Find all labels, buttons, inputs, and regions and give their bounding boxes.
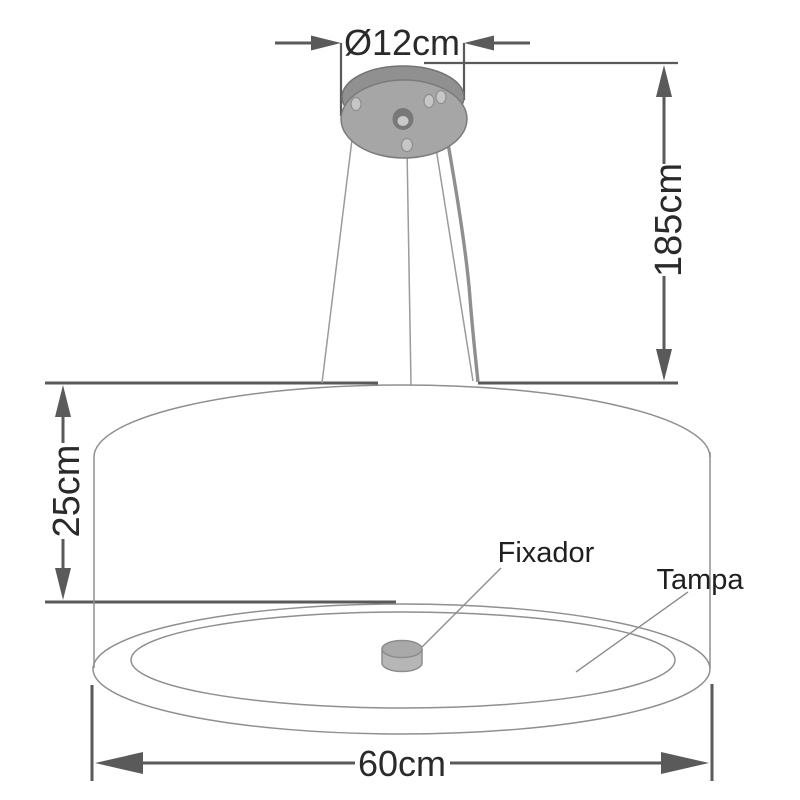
canopy-center-hole-highlight [397, 116, 409, 126]
dimension-canopy-diameter: Ø12cm [275, 22, 530, 116]
part-labels: Fixador Tampa [421, 537, 744, 673]
drop-height-label: 185cm [648, 163, 690, 277]
drum-shade [92, 384, 711, 735]
arrowhead-right-icon [311, 35, 341, 51]
wire-mount-right-inner [423, 93, 435, 109]
wire-mount-front [400, 137, 414, 153]
power-cable [439, 103, 480, 383]
fixador-knob [381, 639, 423, 673]
wire-center [406, 147, 412, 386]
wire-mount-right-outer [435, 89, 447, 105]
fixador-leader-line [421, 567, 502, 648]
dimension-shade-diameter: 60cm [90, 684, 714, 784]
knob-top [381, 639, 423, 659]
dimension-shade-height: 25cm [45, 381, 396, 604]
ceiling-canopy [340, 65, 468, 159]
canopy-diameter-label: Ø12cm [344, 22, 460, 63]
shade-diameter-label: 60cm [358, 743, 446, 784]
arrowhead-right-icon [661, 752, 709, 774]
arrowhead-down-icon [656, 349, 672, 381]
arrowhead-down-icon [55, 568, 71, 600]
arrowhead-left-icon [464, 35, 494, 51]
fixador-label: Fixador [498, 537, 595, 569]
tampa-leader-line [575, 591, 689, 673]
arrowhead-up-icon [55, 385, 71, 417]
dimension-drop-height: 185cm [424, 61, 690, 385]
arrowhead-left-icon [95, 752, 143, 774]
wire-left [321, 106, 357, 384]
wire-mount-left [350, 96, 362, 112]
shade-bottom-rim [92, 603, 711, 735]
shade-height-label: 25cm [46, 445, 88, 538]
arrowhead-up-icon [656, 65, 672, 97]
bottom-cover-edge [130, 611, 676, 709]
tampa-label: Tampa [656, 564, 744, 596]
shade-top-edge [93, 384, 711, 458]
